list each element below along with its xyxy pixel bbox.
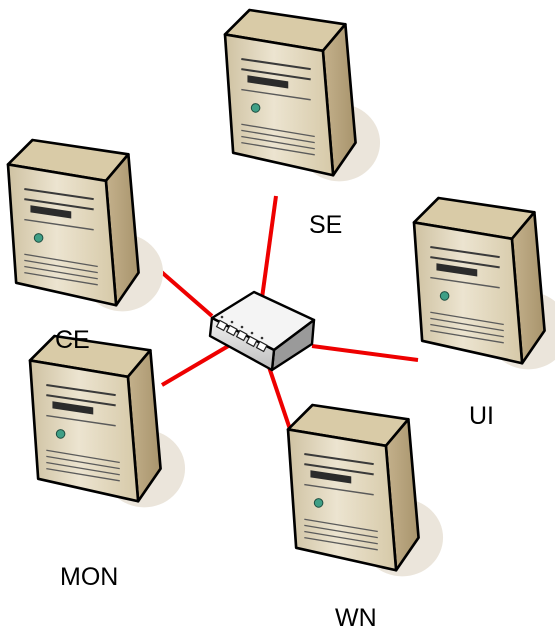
link-se xyxy=(260,195,278,299)
link-mon xyxy=(160,343,232,387)
node-label-ce: CE xyxy=(55,326,90,354)
server-icon-mon xyxy=(28,334,187,509)
node-label-ui: UI xyxy=(469,402,494,430)
server-icon-ce xyxy=(6,138,165,313)
server-icon-wn xyxy=(286,403,445,578)
node-label-se: SE xyxy=(309,211,343,239)
node-label-wn: WN xyxy=(335,604,377,632)
server-icon-se xyxy=(223,8,382,183)
network-switch-icon xyxy=(208,290,316,372)
server-icon-ui xyxy=(412,196,555,371)
link-ui xyxy=(311,344,419,362)
node-label-mon: MON xyxy=(60,563,119,591)
